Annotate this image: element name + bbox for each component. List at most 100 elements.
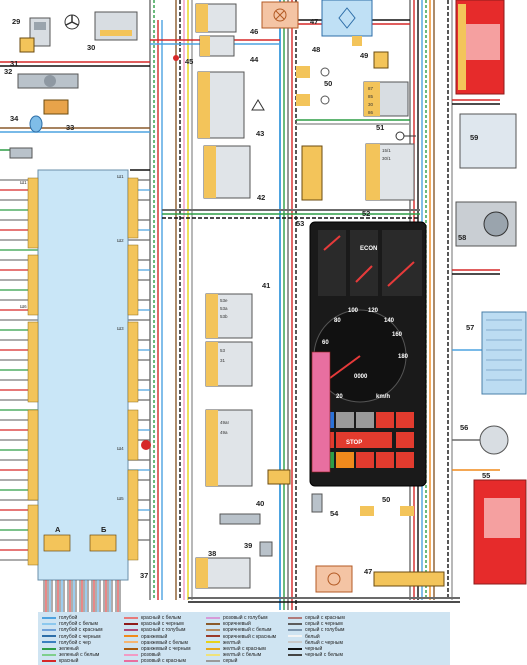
- legend-swatch: [124, 635, 138, 638]
- component-49: 49: [360, 51, 389, 69]
- svg-text:А: А: [55, 525, 61, 534]
- svg-text:34: 34: [10, 114, 19, 123]
- svg-text:39: 39: [244, 541, 252, 550]
- svg-text:20: 20: [336, 394, 343, 400]
- svg-text:47: 47: [364, 567, 372, 576]
- legend-item: розовый с голубым: [206, 615, 268, 621]
- svg-text:ECON: ECON: [360, 246, 377, 252]
- component-30: 30: [87, 11, 138, 52]
- cluster-connector: [311, 351, 331, 473]
- svg-text:Б: Б: [101, 525, 107, 534]
- legend-label: желтый: [223, 639, 241, 646]
- legend-swatch: [288, 647, 302, 650]
- legend-label: зеленый с белым: [59, 652, 100, 659]
- svg-text:47: 47: [310, 17, 318, 26]
- legend-swatch: [206, 616, 220, 619]
- svg-text:30: 30: [87, 43, 95, 52]
- legend-label: серый с красным: [305, 615, 345, 621]
- legend-item: оранжевый с черным: [124, 646, 191, 652]
- switch-block-41: 53e 53a 53b 53 31 49aI 49a 41: [205, 281, 270, 487]
- legend-label: серый: [223, 658, 238, 665]
- svg-text:30/1: 30/1: [382, 156, 391, 161]
- legend-item: белый с черным: [288, 640, 343, 646]
- lamp-59: 59: [459, 113, 517, 169]
- svg-text:53a: 53a: [220, 306, 228, 311]
- legend-swatch: [42, 616, 56, 619]
- svg-text:31: 31: [10, 59, 18, 68]
- legend-label: голубой с красным: [59, 627, 103, 634]
- legend-item: зеленый с белым: [42, 652, 99, 658]
- legend-swatch: [42, 635, 56, 638]
- legend-item: черный: [288, 646, 322, 652]
- relay-51: 87 85 30 86 51: [363, 81, 409, 132]
- svg-text:86: 86: [368, 110, 374, 115]
- component-39: 39: [244, 541, 273, 557]
- mounting-block: [37, 169, 129, 581]
- legend-item: голубой с белым: [42, 621, 98, 627]
- legend-label: желтый с белым: [223, 652, 262, 659]
- svg-text:58: 58: [458, 233, 466, 242]
- legend-label: коричневый с красным: [223, 633, 277, 640]
- legend-swatch: [288, 622, 302, 625]
- heated-rear-window-57: 57: [466, 311, 527, 395]
- pin-label-sh2: Ш2: [117, 238, 124, 243]
- component-31: 31: [10, 37, 35, 68]
- pin-label-sh4: Ш4: [117, 446, 124, 451]
- svg-text:0000: 0000: [354, 374, 368, 380]
- bottom-wire-fan: [43, 580, 121, 612]
- svg-text:51: 51: [376, 123, 384, 132]
- svg-text:STOP: STOP: [346, 440, 362, 446]
- svg-text:140: 140: [384, 318, 395, 324]
- legend-item: серый: [206, 658, 237, 664]
- switch-47: 47: [310, 0, 373, 37]
- fuel-sensor-56: 56: [460, 423, 509, 455]
- component-54: 54: [311, 493, 339, 518]
- connector-a: А: [43, 525, 71, 552]
- svg-text:50: 50: [324, 79, 332, 88]
- legend-swatch: [42, 629, 56, 632]
- legend-swatch: [206, 647, 220, 650]
- legend-label: серый с черным: [305, 621, 343, 628]
- svg-text:53e: 53e: [220, 298, 228, 303]
- legend-label: оранжевый с белым: [141, 639, 188, 646]
- svg-text:100: 100: [348, 308, 359, 314]
- legend-item: розовый с красным: [124, 658, 186, 664]
- legend-label: красный с голубым: [141, 627, 186, 634]
- legend-swatch: [124, 660, 138, 663]
- ignition-switch-52: 15/1 30/1 52: [301, 143, 415, 218]
- legend-swatch: [206, 653, 220, 656]
- svg-text:30: 30: [368, 102, 374, 107]
- legend-label: желтый с красным: [223, 646, 266, 652]
- legend-label: голубой: [59, 615, 78, 621]
- legend-swatch: [288, 635, 302, 638]
- svg-text:48: 48: [312, 45, 320, 54]
- svg-text:50: 50: [382, 495, 390, 504]
- component-38: 38: [195, 549, 251, 589]
- component-40: 40: [219, 499, 264, 525]
- svg-text:33: 33: [66, 123, 74, 132]
- pin-label-sh1-right: Ш1: [117, 174, 124, 179]
- svg-text:38: 38: [208, 549, 216, 558]
- pin-label-sh1: Ш1: [20, 180, 27, 185]
- legend-swatch: [124, 653, 138, 656]
- legend-item: зеленый: [42, 646, 79, 652]
- component-33: 33: [43, 99, 74, 132]
- component-50-bottom: 50: [360, 495, 414, 516]
- svg-text:55: 55: [482, 471, 490, 480]
- legend-label: белый: [305, 633, 320, 640]
- component-32: 32: [4, 67, 79, 89]
- headlamp-right-top: [455, 0, 505, 95]
- legend-item: желтый: [206, 640, 241, 646]
- legend-item: желтый с белым: [206, 652, 261, 658]
- component-44: 44: [199, 35, 259, 64]
- svg-text:29: 29: [12, 17, 20, 26]
- lamp-47-top: [261, 1, 299, 29]
- component-45: 45: [173, 55, 193, 66]
- svg-text:42: 42: [257, 193, 265, 202]
- component-37: 37: [140, 571, 148, 580]
- svg-text:56: 56: [460, 423, 468, 432]
- mounting-block-pins: [27, 177, 139, 566]
- svg-text:80: 80: [334, 318, 341, 324]
